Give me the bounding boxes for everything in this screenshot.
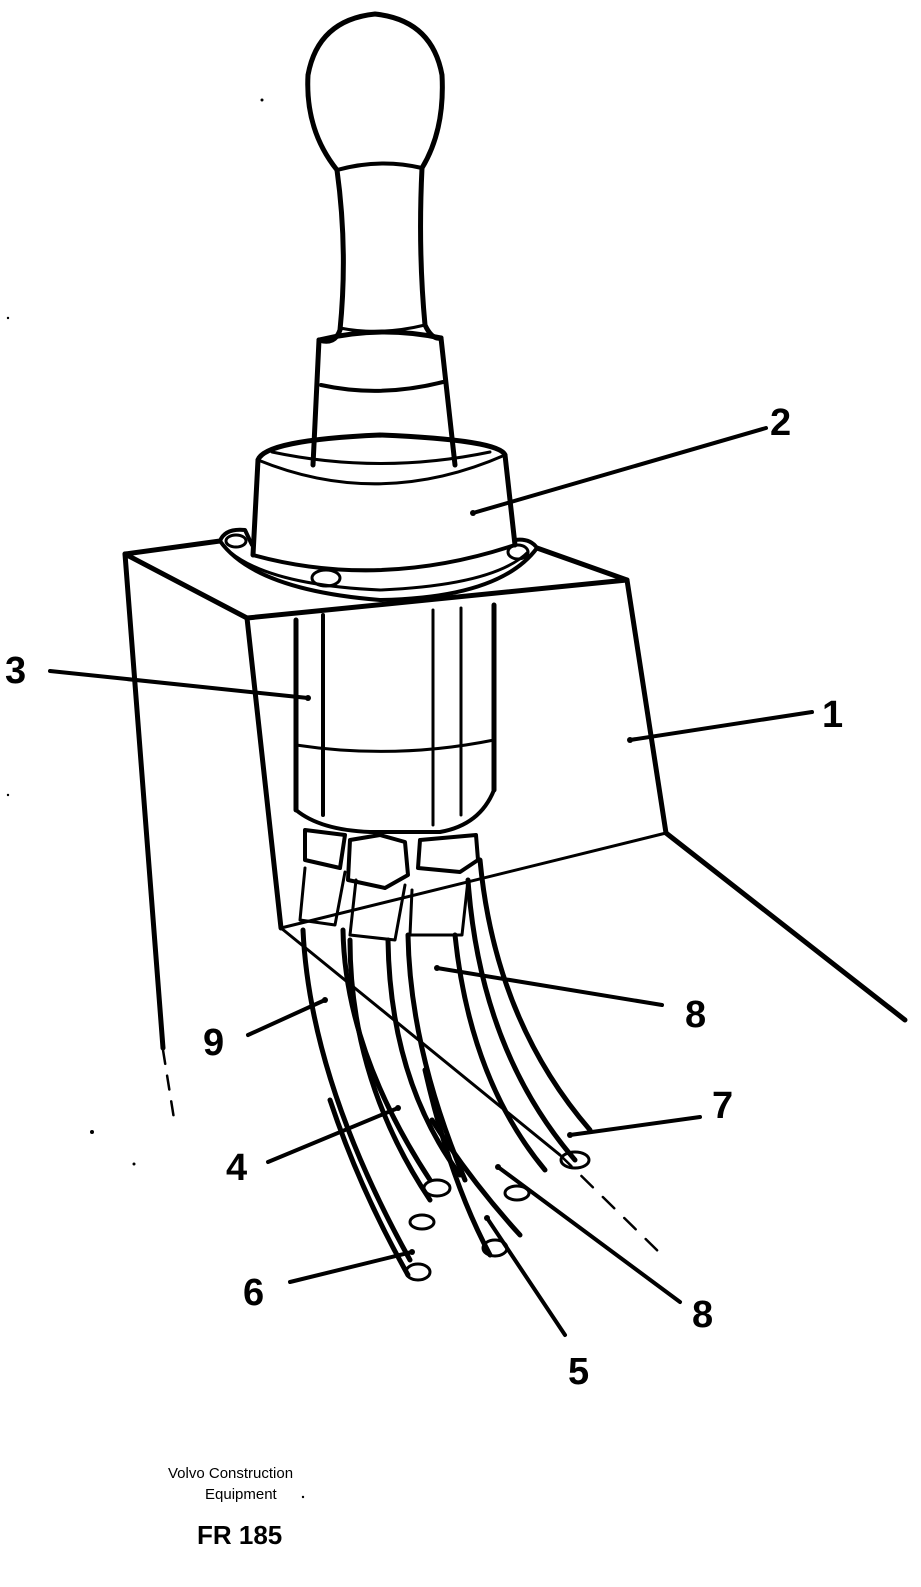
callout-4: 4 [226, 1147, 247, 1189]
valve-body [293, 602, 497, 834]
publisher-credit-line1: Volvo Construction [168, 1465, 294, 1482]
callout-8-upper: 8 [685, 994, 706, 1036]
callout-8-lower: 8 [692, 1294, 713, 1336]
callout-1: 1 [822, 694, 843, 736]
ball-knob [305, 11, 445, 173]
scan-specks [6, 98, 305, 1499]
figure-code: FR 185 [197, 1520, 283, 1550]
publisher-credit-line2: Equipment [205, 1486, 277, 1503]
callout-7: 7 [712, 1085, 733, 1127]
callout-5: 5 [568, 1351, 589, 1393]
rubber-boot [250, 432, 518, 573]
callout-labels: 1 2 3 4 5 6 7 8 8 9 [5, 402, 843, 1393]
hydraulic-fittings [298, 828, 480, 942]
callout-9: 9 [203, 1022, 224, 1064]
mounting-flange [218, 527, 539, 602]
callout-6: 6 [243, 1272, 264, 1314]
joystick-lever [310, 165, 458, 468]
mounting-bracket [122, 538, 908, 1260]
callout-3: 3 [5, 650, 26, 692]
callout-2: 2 [770, 402, 791, 444]
hoses [300, 857, 593, 1282]
leader-lines [48, 426, 814, 1337]
